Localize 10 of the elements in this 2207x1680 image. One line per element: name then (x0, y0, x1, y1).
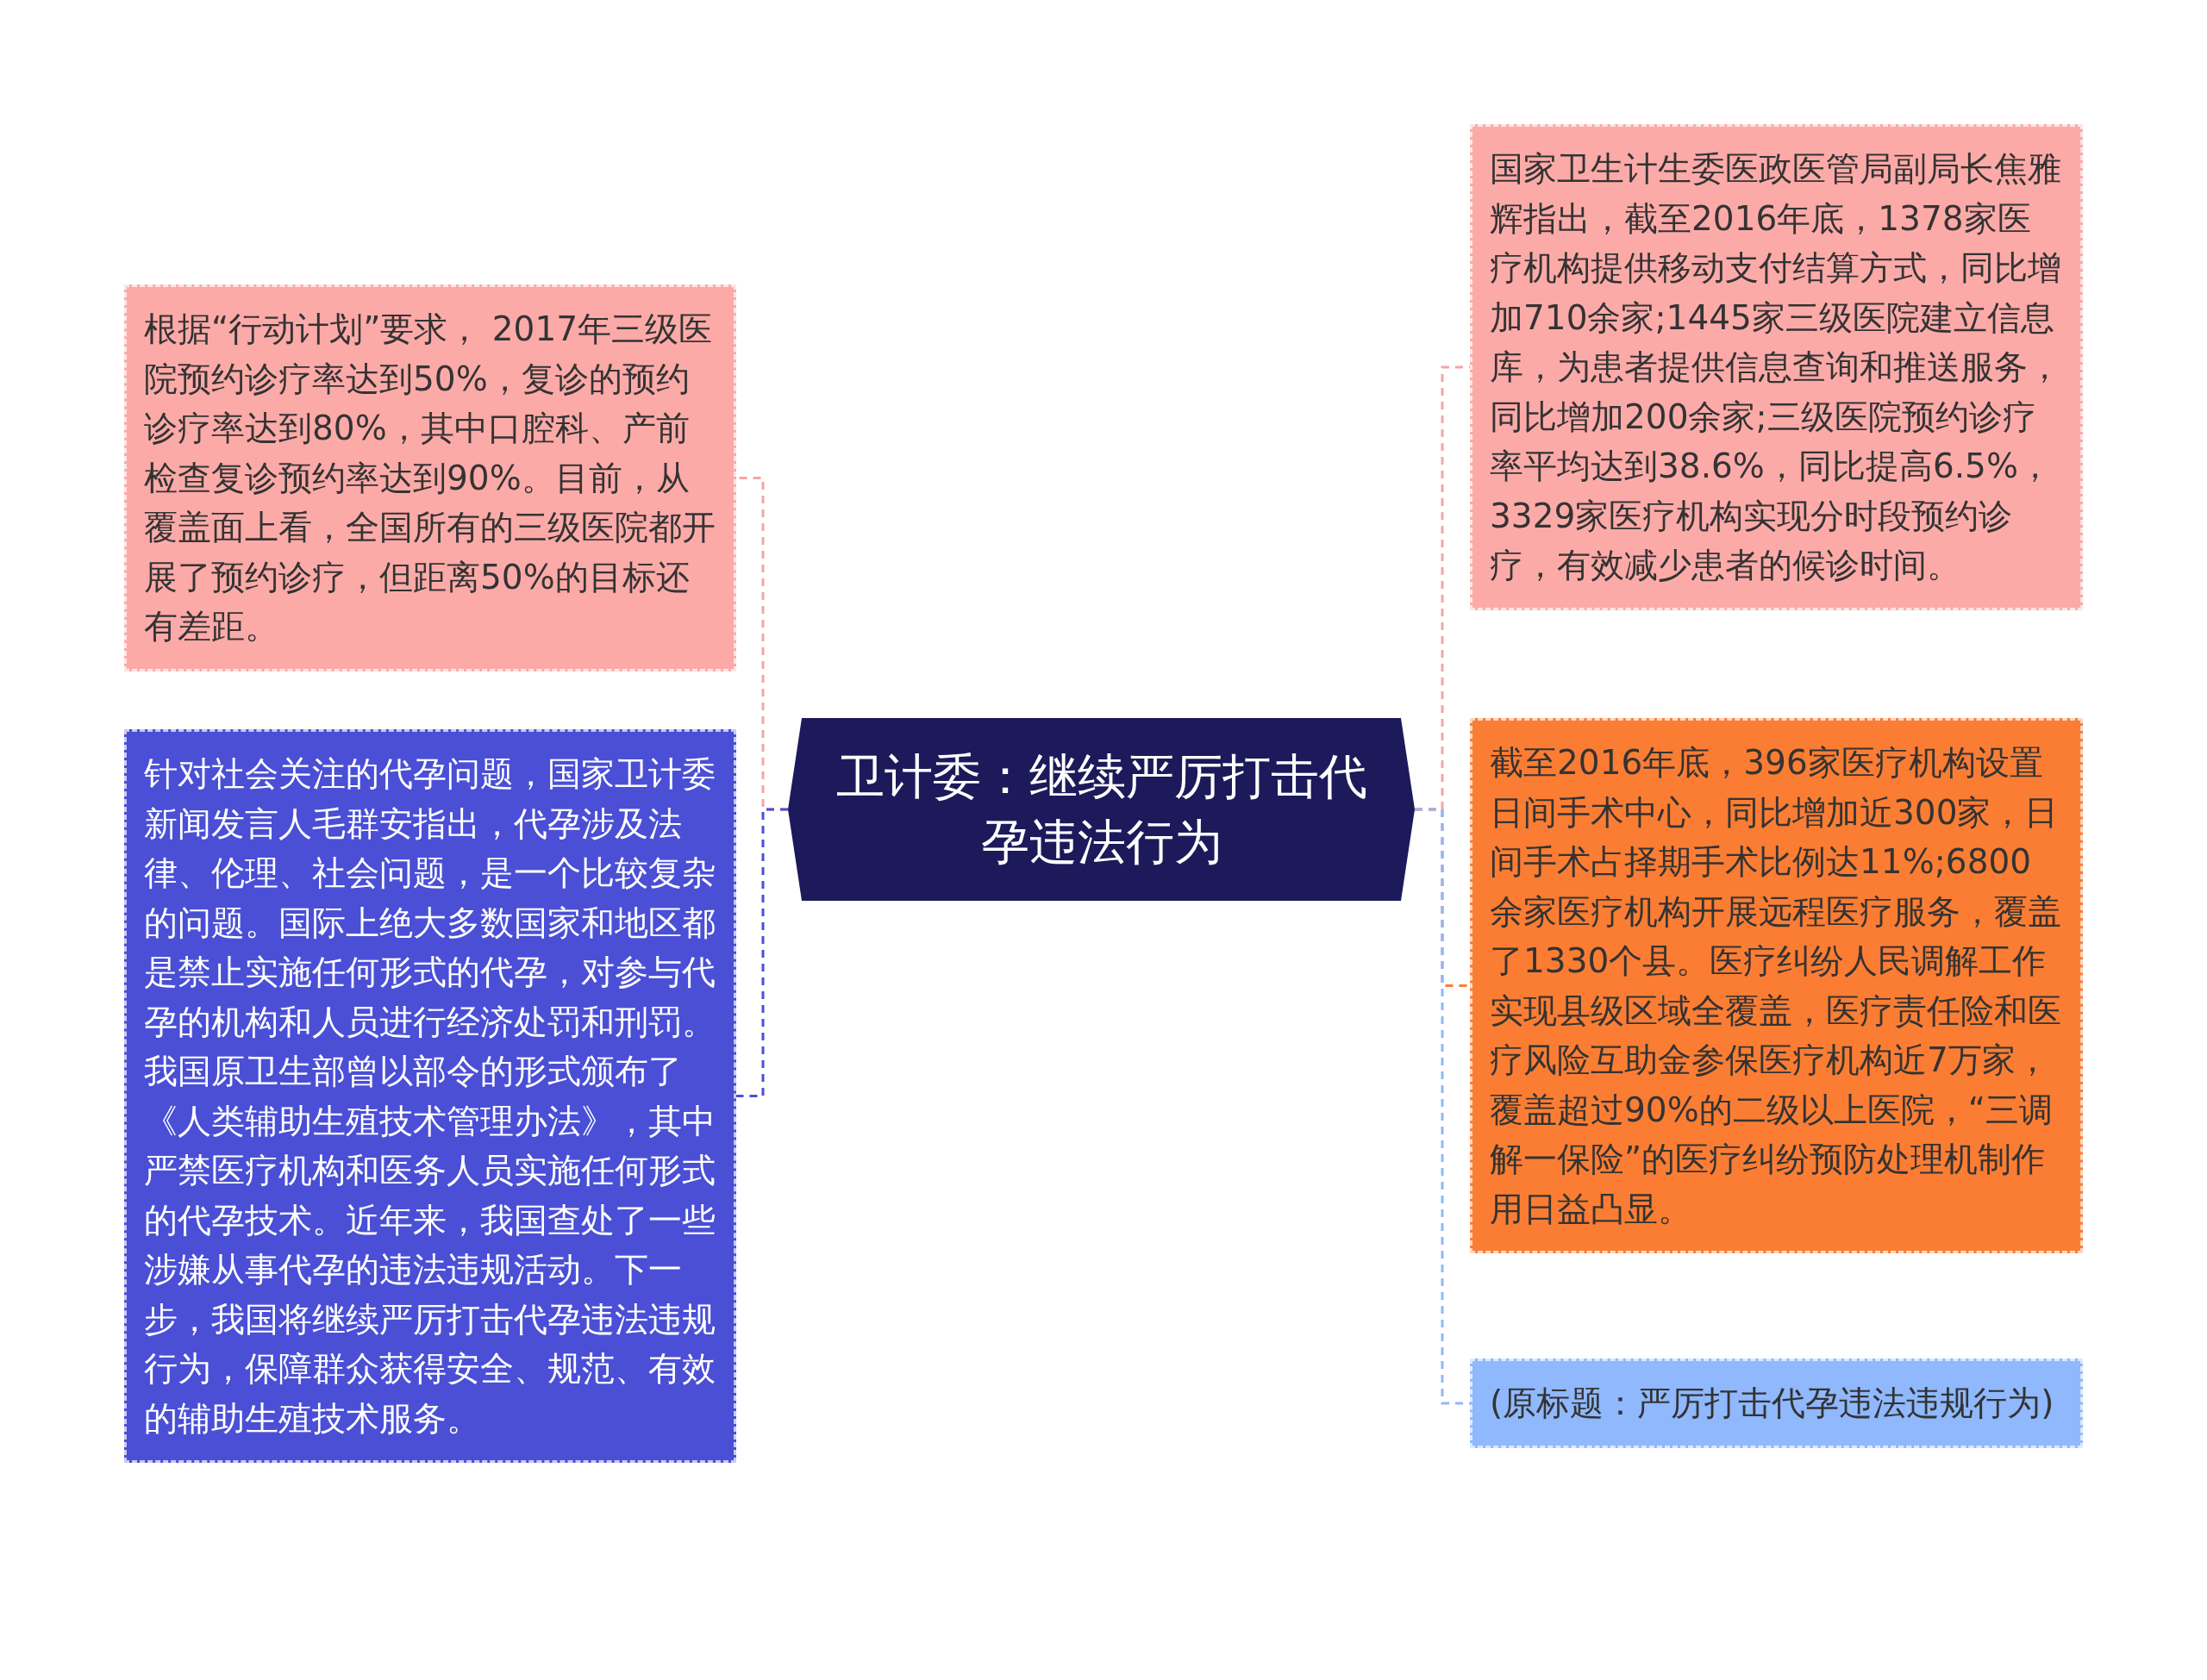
text-card (1470, 1358, 2083, 1448)
text-card (1470, 124, 2083, 610)
connector (736, 808, 788, 1097)
paragraph: 截至2016年底，396家医疗机构设置日间手术中心，同比增加近300家，日间手术占择期手术比例达11%;6800余家医疗机构开展远程医疗服务，覆盖了1330个县。医疗纠纷人民调解工作实现县级区域全覆盖，医疗责任险和医疗风险互助金参保医疗机构近7万家，覆盖超过90%的二级以上医院，“三调解一保险”的医疗纠纷预防处理机制作用日益凸显。 (1490, 742, 2062, 1230)
paragraph: (原标题：严厉打击代孕违法违规行为) (1490, 1383, 2055, 1424)
paragraph: 针对社会关注的代孕问题，国家卫计委新闻发言人毛群安指出，代孕涉及法律、伦理、社会问题，是一个比较复杂的问题。国际上绝大多数国家和地区都是禁止实施任何形式的代孕，对参与代孕的机构和人员进行经济处罚和刑罚。我国原卫生部曾以部令的形式颁布了《人类辅助生殖技术管理办法》，其中严禁医疗机构和医务人员实施任何形式的代孕技术。近年来，我国查处了一些涉嫌从事代孕的违法违规活动。下一步，我国将继续严厉打击代孕违法违规行为，保障群众获得安全、规范、有效的辅助生殖技术服务。 (144, 753, 716, 1440)
paragraph: 国家卫生计生委医政医管局副局长焦雅辉指出，截至2016年底，1378家医疗机构提供移动支付结算方式，同比增加710余家;1445家三级医院建立信息库，为患者提供信息查询和推送服务，同比增加200余家;三级医院预约诊疗率平均达到38.6%，同比提高6.5%，3329家医疗机构实现分时段预约诊疗，有效减少患者的候诊时间。 (1490, 148, 2062, 586)
text-card (124, 284, 736, 671)
topic-title: 卫计委：继续严厉打击代孕违法行为 (835, 747, 1368, 871)
paragraph: 根据“行动计划”要求， 2017年三级医院预约诊疗率达到50%，复诊的预约诊疗率达到80%，其中口腔科、产前检查复诊预约率达到90%。目前，从覆盖面上看，全国所有的三级医院都开展了预约诊疗，但距离50%的目标还有差距。 (144, 309, 716, 647)
